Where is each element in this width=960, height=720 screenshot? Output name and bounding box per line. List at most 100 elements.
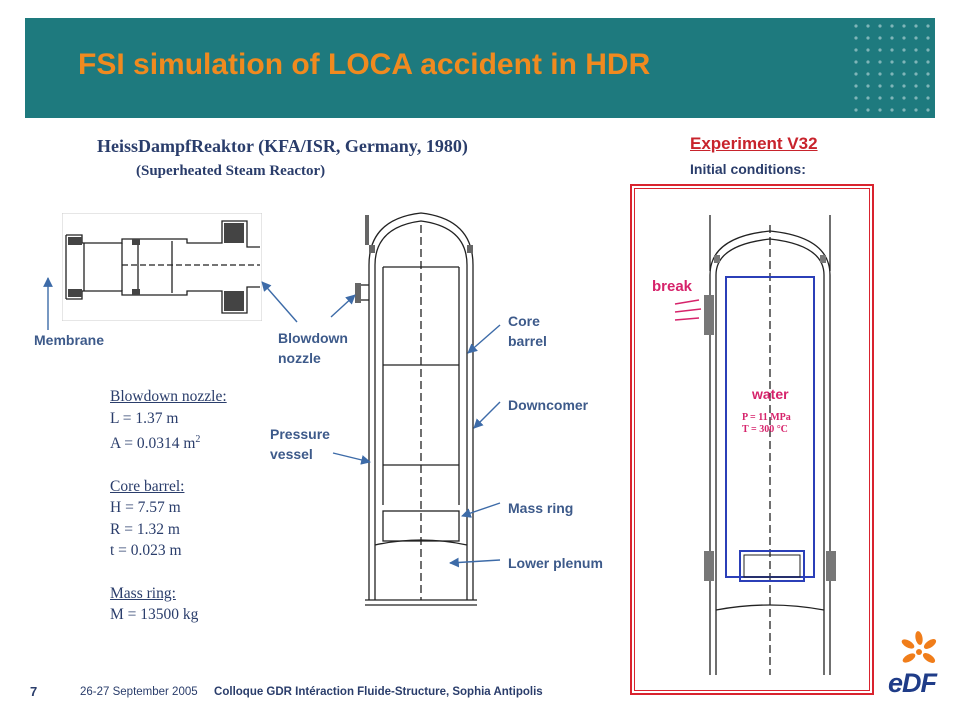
blowdown-nozzle-label-line2: nozzle xyxy=(278,350,321,366)
decoration-dot xyxy=(890,36,894,40)
dot-pattern-decoration xyxy=(854,24,930,112)
decoration-dot xyxy=(854,48,858,52)
reactor-subtitle: HeissDampfReaktor (KFA/ISR, Germany, 198… xyxy=(97,136,468,156)
decoration-dot xyxy=(902,84,906,88)
core-barrel-label-line1: Core xyxy=(508,313,540,329)
blowdown-area: A = 0.0314 m2 xyxy=(110,434,201,453)
slide-title: FSI simulation of LOCA accident in HDR xyxy=(78,48,651,81)
decoration-dot xyxy=(878,60,882,64)
reactor-vessel-drawing xyxy=(355,212,477,606)
decoration-dot xyxy=(890,48,894,52)
temperature-value: T = 300 °C xyxy=(742,424,788,435)
blowdown-nozzle-label-line1: Blowdown xyxy=(278,330,348,346)
lower-plenum-label: Lower plenum xyxy=(508,555,603,571)
experiment-vessel-drawing xyxy=(704,215,836,675)
decoration-dot xyxy=(878,48,882,52)
decoration-dot xyxy=(926,36,930,40)
core-barrel-thickness: t = 0.023 m xyxy=(110,542,182,560)
decoration-dot xyxy=(866,108,870,112)
decoration-dot xyxy=(914,36,918,40)
pressure-value: P = 11 MPa xyxy=(742,412,791,423)
decoration-dot xyxy=(914,60,918,64)
decoration-dot xyxy=(878,84,882,88)
decoration-dot xyxy=(902,24,906,28)
decoration-dot xyxy=(890,72,894,76)
decoration-dot xyxy=(914,24,918,28)
decoration-dot xyxy=(890,60,894,64)
decoration-dot xyxy=(854,24,858,28)
mass-ring-label: Mass ring xyxy=(508,500,574,516)
reactor-subtitle-translation: (Superheated Steam Reactor) xyxy=(136,163,326,179)
decoration-dot xyxy=(902,36,906,40)
decoration-dot xyxy=(866,72,870,76)
core-barrel-radius: R = 1.32 m xyxy=(110,520,180,538)
decoration-dot xyxy=(890,96,894,100)
edf-logo-icon xyxy=(901,631,937,663)
break-jet-icon xyxy=(674,299,702,321)
decoration-dot xyxy=(854,96,858,100)
break-label: break xyxy=(652,278,693,295)
decoration-dot xyxy=(854,72,858,76)
decoration-dot xyxy=(926,72,930,76)
decoration-dot xyxy=(926,48,930,52)
decoration-dot xyxy=(878,36,882,40)
parameters-block: Blowdown nozzle: L = 1.37 m A = 0.0314 m… xyxy=(110,386,227,626)
decoration-dot xyxy=(854,84,858,88)
decoration-dot xyxy=(902,96,906,100)
decoration-dot xyxy=(914,84,918,88)
decoration-dot xyxy=(914,48,918,52)
footer-text: 26-27 September 2005 Colloque GDR Intéra… xyxy=(80,686,543,698)
decoration-dot xyxy=(890,108,894,112)
decoration-dot xyxy=(902,60,906,64)
decoration-dot xyxy=(926,108,930,112)
title-banner xyxy=(25,18,935,118)
water-label: water xyxy=(752,386,789,402)
core-barrel-height: H = 7.57 m xyxy=(110,499,181,517)
decoration-dot xyxy=(926,60,930,64)
initial-conditions-label: Initial conditions: xyxy=(690,161,806,177)
decoration-dot xyxy=(854,108,858,112)
decoration-dot xyxy=(914,96,918,100)
decoration-dot xyxy=(878,96,882,100)
experiment-frame-inner xyxy=(634,188,870,691)
pressure-vessel-label-line2: vessel xyxy=(270,446,313,462)
decoration-dot xyxy=(866,48,870,52)
decoration-dot xyxy=(890,24,894,28)
footer-date: 26-27 September 2005 xyxy=(80,686,198,698)
edf-logo-text: eDF xyxy=(888,668,937,698)
pressure-vessel-label-line1: Pressure xyxy=(270,426,330,442)
decoration-dot xyxy=(878,72,882,76)
decoration-dot xyxy=(890,84,894,88)
decoration-dot xyxy=(926,84,930,88)
mass-ring-heading: Mass ring: xyxy=(110,584,176,602)
decoration-dot xyxy=(902,72,906,76)
blowdown-length: L = 1.37 m xyxy=(110,409,179,427)
blowdown-heading: Blowdown nozzle: xyxy=(110,388,227,405)
experiment-title: Experiment V32 xyxy=(690,134,818,153)
decoration-dot xyxy=(854,36,858,40)
blowdown-nozzle-drawing xyxy=(62,213,262,321)
decoration-dot xyxy=(902,108,906,112)
experiment-frame xyxy=(630,184,874,695)
footer-event: Colloque GDR Intéraction Fluide-Structur… xyxy=(214,686,543,698)
decoration-dot xyxy=(878,24,882,28)
decoration-dot xyxy=(866,84,870,88)
decoration-dot xyxy=(902,48,906,52)
downcomer-label: Downcomer xyxy=(508,397,589,413)
decoration-dot xyxy=(866,36,870,40)
decoration-dot xyxy=(926,96,930,100)
page-number: 7 xyxy=(30,684,38,699)
decoration-dot xyxy=(866,96,870,100)
core-barrel-label-line2: barrel xyxy=(508,333,547,349)
decoration-dot xyxy=(866,60,870,64)
decoration-dot xyxy=(866,24,870,28)
decoration-dot xyxy=(926,24,930,28)
decoration-dot xyxy=(914,72,918,76)
decoration-dot xyxy=(878,108,882,112)
mass-ring-mass: M = 13500 kg xyxy=(110,606,199,624)
core-barrel-heading: Core barrel: xyxy=(110,477,185,495)
membrane-label: Membrane xyxy=(34,332,105,348)
decoration-dot xyxy=(854,60,858,64)
decoration-dot xyxy=(914,108,918,112)
